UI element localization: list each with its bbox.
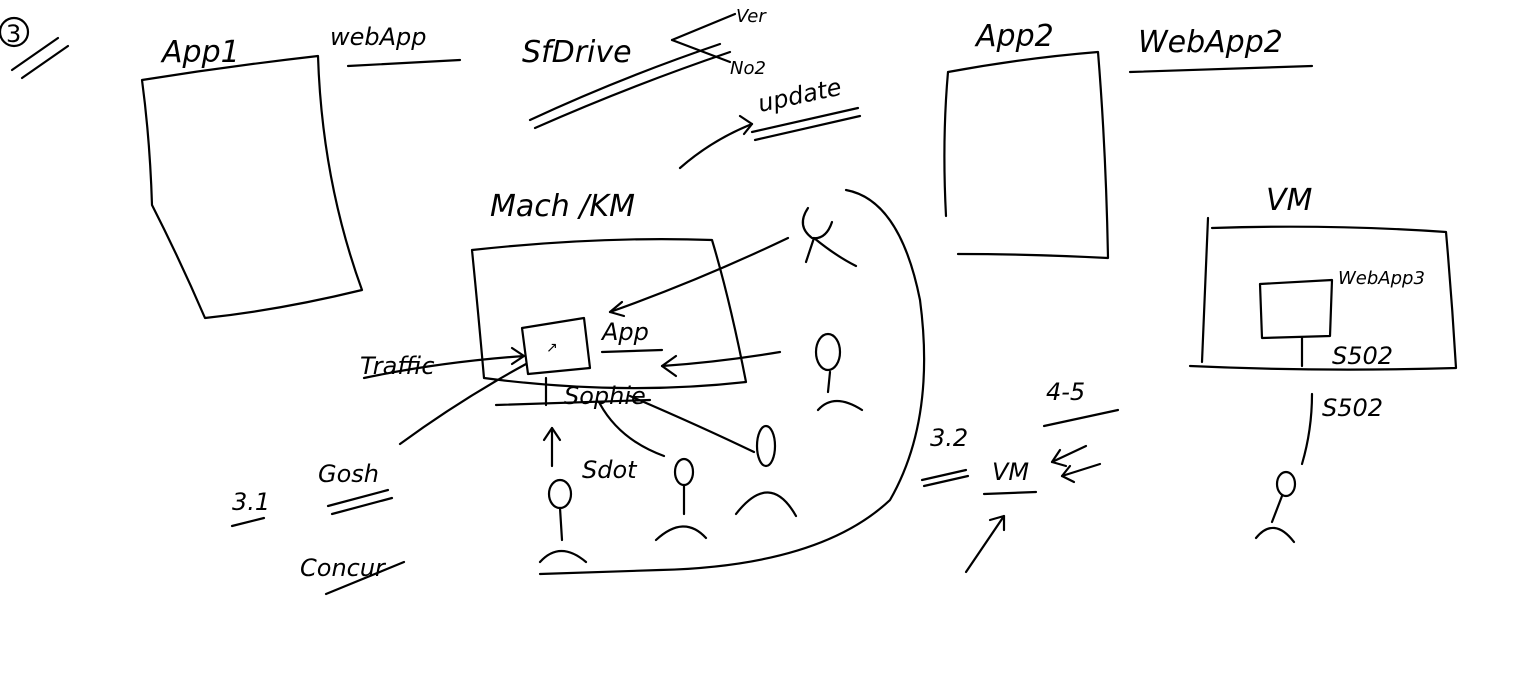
vm-mid-arrow-3-head — [988, 514, 1006, 532]
update-arrow-head — [738, 114, 754, 136]
vm-right-label: VM — [1266, 183, 1313, 218]
user-bottom-1-body — [538, 506, 588, 564]
inner-box — [520, 316, 592, 376]
s502-outer-label: S502 — [1322, 394, 1383, 422]
num-4-5-underline — [1042, 408, 1120, 428]
sfdrive-label: SfDrive — [522, 35, 632, 70]
user-body-c — [804, 236, 858, 268]
user-right-arrow — [660, 350, 782, 368]
mach-base-line — [494, 398, 652, 407]
vm-mid-label: VM — [992, 458, 1029, 486]
user-bottom-3-body — [734, 491, 798, 518]
user-bottom-2-head — [673, 457, 695, 487]
user-head-c — [801, 206, 834, 240]
num-3-1-label: 3.1 — [232, 488, 270, 516]
update-underline-2 — [753, 114, 862, 142]
gosh-group: Gosh 3.1 Concur — [230, 362, 528, 596]
gosh-underline-1 — [326, 488, 390, 508]
vm-right-user-body — [1254, 494, 1296, 544]
vm-right-group: VM WebApp3 S502 S502 — [1188, 183, 1458, 544]
num-4-5-label: 4-5 — [1046, 378, 1085, 406]
user-right — [660, 332, 864, 412]
section-marker-strike-1 — [10, 36, 60, 72]
sfdrive-group: SfDrive Ver No2 — [522, 6, 767, 130]
gosh-arrow — [398, 362, 528, 446]
sfdrive-branch-bottom — [670, 38, 732, 64]
mach-group: Mach /KM ↗ App Sophie — [470, 189, 748, 410]
app2-label: App2 — [974, 19, 1054, 54]
vm-right-user-head — [1275, 470, 1297, 498]
app1-box — [140, 54, 364, 320]
user-right-arrow-head — [660, 354, 678, 378]
update-underline-1 — [750, 106, 860, 134]
sfdrive-underline-2 — [533, 50, 732, 130]
webapp1-label: webApp — [330, 23, 427, 51]
vm-mid-arrow-1 — [1050, 444, 1088, 464]
user-bottom-2-body — [654, 484, 708, 542]
app2-box — [943, 50, 1110, 260]
ver-label: Ver — [736, 6, 767, 27]
update-group: update — [678, 73, 862, 170]
user-top-right-arrow-head — [608, 300, 626, 318]
num-3-2-underline-2 — [922, 474, 970, 488]
num-3-2-underline-1 — [920, 468, 968, 482]
traffic-arrow-line — [362, 354, 526, 380]
mach-box — [470, 238, 748, 390]
vm-mid-arrow-1-head — [1050, 448, 1068, 468]
vm-mid-arrow-2-head — [1060, 464, 1076, 484]
sfdrive-branch-top — [670, 12, 737, 42]
user-bottom-1-head — [547, 478, 573, 510]
enclosing-curve — [538, 188, 926, 576]
gosh-underline-2 — [330, 496, 394, 516]
webapp3-label: WebApp3 — [1338, 268, 1425, 289]
num-3-2-label: 3.2 — [930, 424, 968, 452]
app1-label: App1 — [160, 35, 240, 70]
webapp2-label: WebApp2 — [1138, 25, 1283, 60]
app2-group: App2 WebApp2 — [943, 19, 1314, 260]
section-marker-text: 3 — [6, 20, 21, 48]
user-right-body — [816, 370, 864, 412]
noz-label: No2 — [730, 58, 766, 79]
sfdrive-underline-1 — [528, 42, 722, 122]
user-bottom-2: Sdot — [582, 402, 708, 542]
s502-inner-label: S502 — [1332, 342, 1393, 370]
vm-mid-group: 4-5 3.2 VM — [920, 378, 1120, 574]
vm-mid-arrow-2 — [1060, 462, 1102, 478]
section-marker-strike-2 — [20, 44, 70, 80]
vm-right-box — [1188, 216, 1458, 371]
webapp2-underline — [1128, 64, 1314, 74]
gosh-label: Gosh — [318, 460, 379, 488]
user-bottom-3-head — [755, 424, 777, 468]
user-top-right — [608, 206, 858, 318]
mach-km-label: Mach /KM — [490, 189, 635, 224]
update-label: update — [755, 73, 844, 118]
user-bottom-3-line — [628, 394, 756, 454]
sdot-label: Sdot — [582, 456, 638, 484]
vm-mid-underline — [982, 490, 1038, 496]
update-arrow-line — [678, 122, 754, 170]
webapp1-underline — [346, 58, 462, 68]
concur-underline — [324, 560, 406, 596]
traffic-group: Traffic — [360, 346, 526, 380]
section-marker-circle — [0, 16, 30, 48]
section-marker: 3 — [0, 16, 70, 80]
app-inner-label: App — [600, 318, 649, 346]
num-3-1-underline — [230, 516, 266, 528]
user-bottom-2-line — [598, 402, 666, 458]
inner-box-mark: ↗ — [546, 340, 558, 356]
user-top-right-arrow — [608, 236, 790, 314]
app1-group: App1 webApp — [140, 23, 462, 320]
user-bottom-1-arrow-head — [542, 426, 562, 442]
sophie-label: Sophie — [564, 382, 646, 410]
webapp3-box — [1258, 278, 1334, 340]
traffic-arrow-head — [510, 346, 526, 366]
vm-right-user-line — [1300, 392, 1314, 466]
vm-mid-arrow-3 — [964, 514, 1006, 574]
user-right-head — [814, 332, 842, 372]
user-bottom-3 — [628, 394, 798, 518]
concur-label: Concur — [300, 554, 387, 582]
app-inner-underline — [600, 348, 664, 354]
user-bottom-1 — [538, 426, 588, 564]
